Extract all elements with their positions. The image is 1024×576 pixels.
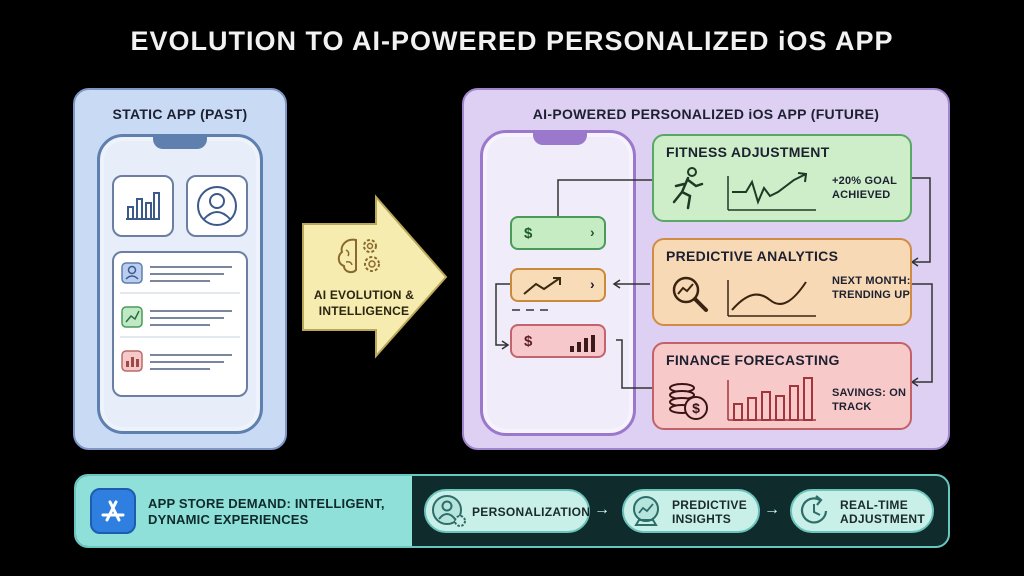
finance-widget-red: $	[510, 324, 606, 358]
demand-text: APP STORE DEMAND: INTELLIGENT, DYNAMIC E…	[148, 496, 385, 527]
finance-widget-green: $ ›	[510, 216, 606, 250]
app-store-icon	[90, 488, 136, 534]
trend-widget: ›	[510, 268, 606, 302]
evolution-label: AI EVOLUTION & INTELLIGENCE	[313, 288, 415, 318]
step-label: REAL-TIME ADJUSTMENT	[840, 498, 926, 526]
static-app-panel: STATIC APP (PAST)	[73, 88, 287, 450]
step-label: PERSONALIZATION	[472, 505, 591, 519]
svg-text:$: $	[692, 400, 700, 416]
evolution-arrow	[302, 194, 448, 359]
dollar-sign: $	[524, 225, 533, 242]
refresh-clock-icon	[800, 495, 828, 524]
connector-lines	[495, 177, 933, 389]
bar-chart-icon	[126, 192, 160, 220]
coins-dollar-icon: $	[669, 377, 816, 421]
chart-widget	[112, 175, 174, 237]
magnifier-chart-icon	[672, 276, 816, 317]
feature-note: +20% GOAL ACHIEVED	[832, 175, 897, 201]
feature-fitness: FITNESS ADJUSTMENT +20% GOAL ACHIEVED	[652, 134, 912, 222]
chevron-right-icon: ›	[590, 276, 595, 292]
feature-note: SAVINGS: ON TRACK	[832, 387, 907, 413]
phone-notch	[533, 132, 587, 145]
user-avatar-icon	[197, 186, 237, 226]
feature-title: FITNESS ADJUSTMENT	[666, 144, 830, 160]
arrow-right-icon: →	[594, 501, 610, 518]
feature-predictive: PREDICTIVE ANALYTICS NEXT MONTH: TRENDIN…	[652, 238, 912, 326]
bar-chart-icon	[570, 335, 595, 352]
feature-note: NEXT MONTH: TRENDING UP	[832, 275, 911, 301]
static-panel-title: STATIC APP (PAST)	[112, 106, 248, 122]
step-predictive-insights: PREDICTIVE INSIGHTS	[622, 489, 760, 533]
step-realtime-adjustment: REAL-TIME ADJUSTMENT	[790, 489, 934, 533]
phone-notch	[153, 136, 207, 149]
feature-title: PREDICTIVE ANALYTICS	[666, 248, 839, 264]
static-list	[112, 251, 248, 397]
feature-title: FINANCE FORECASTING	[666, 352, 840, 368]
profile-widget	[186, 175, 248, 237]
user-gear-icon	[432, 495, 466, 527]
arrow-right-icon: →	[764, 501, 780, 518]
feature-finance: FINANCE FORECASTING $ SAVINGS: ON TRACK	[652, 342, 912, 430]
static-phone	[97, 134, 263, 434]
brain-gears-icon	[337, 238, 380, 274]
trend-up-icon	[523, 277, 561, 295]
crystal-ball-icon	[633, 496, 659, 526]
running-person-icon	[672, 167, 816, 211]
step-label: PREDICTIVE INSIGHTS	[672, 498, 748, 526]
dollar-sign: $	[524, 333, 533, 350]
step-personalization: PERSONALIZATION	[424, 489, 590, 533]
chevron-right-icon: ›	[590, 224, 595, 240]
static-list-items	[120, 262, 240, 372]
page-title: EVOLUTION TO AI-POWERED PERSONALIZED iOS…	[130, 26, 894, 56]
future-panel-title: AI-POWERED PERSONALIZED iOS APP (FUTURE)	[532, 106, 880, 122]
